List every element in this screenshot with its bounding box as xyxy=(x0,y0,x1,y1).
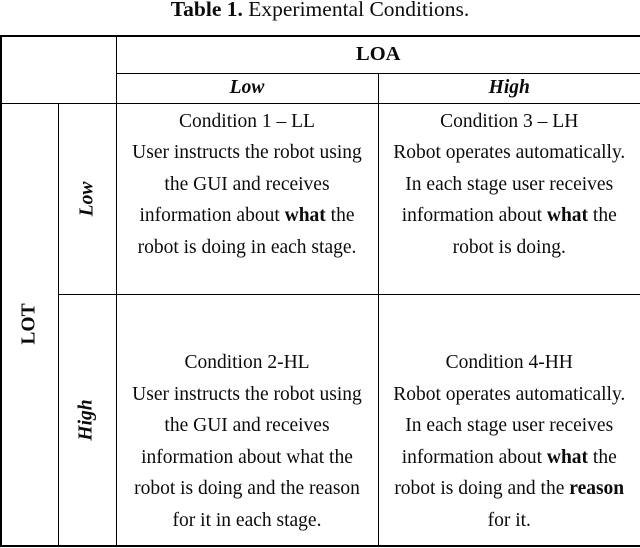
condition-description: Robot operates auto­matically. In each s… xyxy=(393,142,625,258)
emphasized-term: what xyxy=(546,205,589,226)
col-axis-header-loa: LOA xyxy=(115,35,640,74)
condition-heading: Condition 4-HH xyxy=(445,352,573,373)
description-text: Robot operates auto­matically. In each s… xyxy=(393,383,626,468)
cell-condition-2-hl: Condition 2-HL User instructs the robot … xyxy=(115,293,379,547)
emphasized-term: reason xyxy=(569,478,625,499)
row-header-label-high: High xyxy=(76,399,97,441)
table-caption: Table 1. Experimental Conditions. xyxy=(0,0,640,22)
cell-condition-4-hh: Condition 4-HH Robot operates auto­matic… xyxy=(377,293,640,547)
description-text: User instructs the robot using the GUI a… xyxy=(132,142,362,226)
conditions-table: LOA Low High LOT Low Condition 1 – LL Us… xyxy=(0,35,640,547)
condition-heading: Condition 1 – LL xyxy=(179,110,315,132)
condition-heading: Condition 2-HL xyxy=(184,352,310,373)
condition-description: User instructs the robot using the GUI a… xyxy=(132,384,362,531)
col-header-loa-high: High xyxy=(377,72,640,104)
condition-heading: Condition 3 – LH xyxy=(440,110,579,132)
description-text: the robot is doing in each stage. xyxy=(137,205,357,258)
row-axis-header-lot: LOT xyxy=(0,102,59,547)
condition-description: User instructs the robot using the GUI a… xyxy=(132,142,362,258)
description-text: User instructs the robot using the GUI a… xyxy=(132,383,362,531)
description-text: Robot operates auto­matically. In each s… xyxy=(393,142,626,226)
cell-condition-1-ll: Condition 1 – LL User instructs the robo… xyxy=(115,102,379,295)
description-text: the robot is doing and the xyxy=(394,446,617,500)
row-header-lot-high: High xyxy=(57,293,117,547)
cell-condition-3-lh: Condition 3 – LH Robot operates auto­mat… xyxy=(377,102,640,295)
table-caption-text: Experimental Conditions. xyxy=(242,0,470,21)
row-header-lot-low: Low xyxy=(57,102,117,295)
condition-description: Robot operates auto­matically. In each s… xyxy=(393,384,625,531)
row-axis-label: LOT xyxy=(18,303,40,345)
description-text: the robot is doing. xyxy=(452,205,617,258)
emphasized-term: what xyxy=(284,205,326,226)
corner-cell xyxy=(0,35,117,104)
description-text: for it. xyxy=(487,509,531,531)
col-header-loa-low: Low xyxy=(115,72,379,104)
row-header-label-low: Low xyxy=(75,181,97,216)
emphasized-term: what xyxy=(546,446,589,468)
table-caption-number: Table 1. xyxy=(170,0,243,21)
